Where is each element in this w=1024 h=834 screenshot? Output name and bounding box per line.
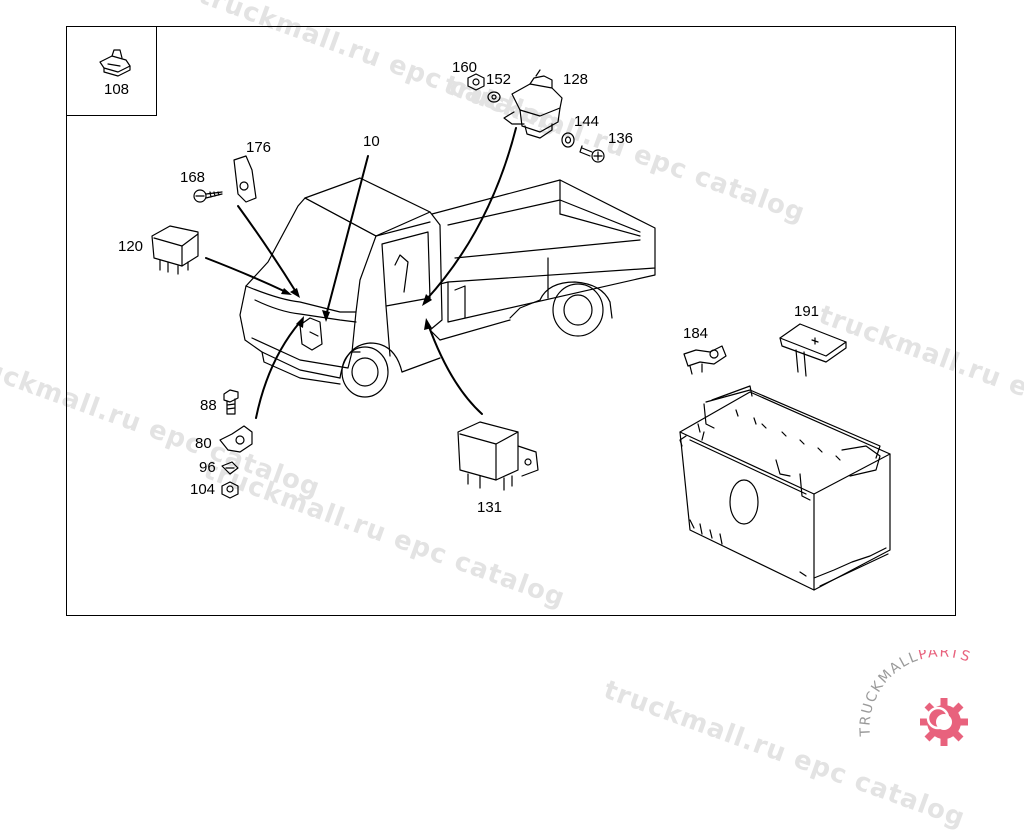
part-131-relay-icon [457, 421, 539, 491]
part-108-clip-icon [99, 49, 131, 77]
part-80-clip-icon [219, 425, 253, 453]
callout-10: 10 [363, 133, 380, 150]
arrow-heads [281, 288, 432, 330]
diagram-frame [66, 26, 956, 616]
gear-icon [920, 698, 968, 746]
part-168-screw-icon [193, 189, 223, 203]
logo-text-parts: PARTS [917, 650, 973, 666]
part-191-cover-plate-icon [779, 323, 847, 377]
callout-136: 136 [608, 130, 634, 147]
part-88-bolt-icon [223, 389, 239, 415]
callout-131: 131 [477, 499, 503, 516]
part-144-washer-icon [561, 132, 575, 148]
callout-176: 176 [246, 139, 272, 156]
callout-96: 96 [199, 459, 216, 476]
part-176-bracket-icon [233, 155, 257, 203]
callout-144: 144 [574, 113, 600, 130]
callout-108: 108 [104, 81, 130, 98]
part-160-nut-icon [467, 73, 485, 91]
truckmall-parts-logo: TRUCKMALLPARTS [857, 650, 973, 746]
part-96-washer-icon [221, 461, 239, 475]
truck-outline [239, 177, 656, 398]
inset-box-108 [66, 26, 157, 116]
callout-120: 120 [118, 238, 144, 255]
logo-text-truckmall: TRUCKMALL [857, 650, 921, 738]
callout-168: 168 [180, 169, 206, 186]
callout-152: 152 [486, 71, 512, 88]
part-120-relay-icon [151, 225, 199, 275]
leader-lines [205, 127, 517, 419]
part-152-washer-icon [487, 91, 501, 103]
callout-104: 104 [190, 481, 216, 498]
callout-80: 80 [195, 435, 212, 452]
callout-160: 160 [452, 59, 478, 76]
callout-128: 128 [563, 71, 589, 88]
callout-191: 191 [794, 303, 820, 320]
part-136-screw-icon [579, 145, 605, 163]
callout-184: 184 [683, 325, 709, 342]
part-184-terminal-clamp-icon [683, 345, 727, 375]
part-128-solenoid-icon [503, 69, 563, 139]
diagram-drawing [99, 49, 891, 591]
part-104-nut-icon [221, 481, 239, 499]
battery-outline [679, 385, 891, 591]
callout-88: 88 [200, 397, 217, 414]
